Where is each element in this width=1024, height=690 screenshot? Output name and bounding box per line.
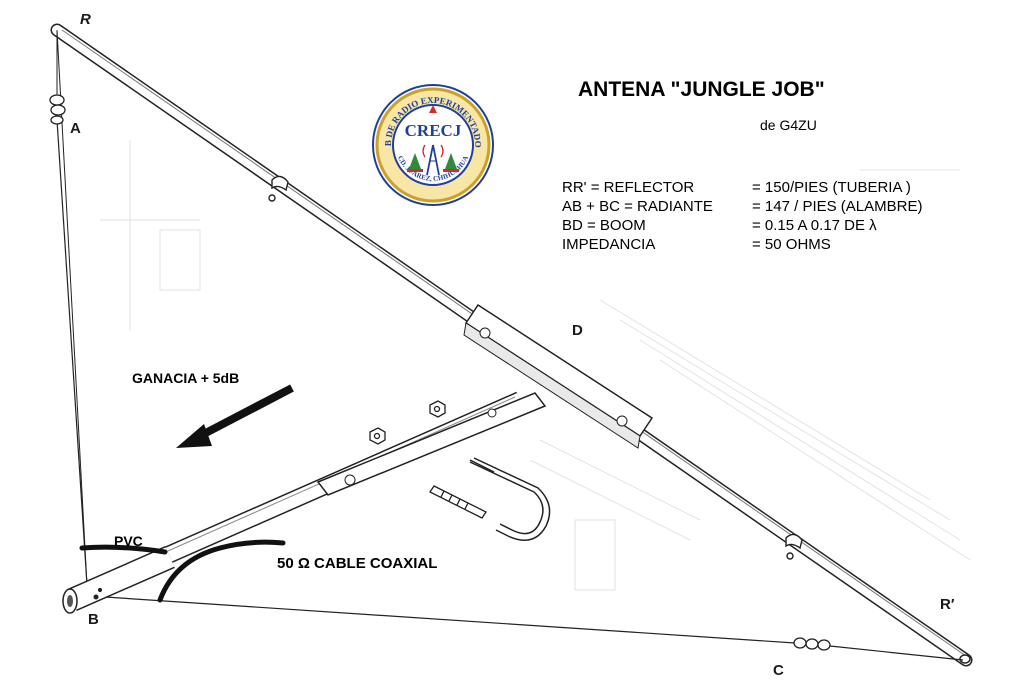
coax-cable-label: 50 Ω CABLE COAXIAL [277,555,438,572]
spec-value: = 150/PIES (TUBERIA ) [752,179,911,196]
point-a-label: A [70,120,81,137]
radiator-wire-bc [89,595,964,661]
insulator-a [49,94,66,125]
spec-key: AB + BC = RADIANTE [562,198,713,215]
crecj-logo: CLUB DE RADIO EXPERIMENTADORES CD. JUARE… [368,75,495,207]
spec-value: = 50 OHMS [752,236,831,253]
spec-value: = 147 / PIES (ALAMBRE) [752,198,923,215]
spec-row: AB + BC = RADIANTE = 147 / PIES (ALAMBRE… [562,197,923,216]
diagram-title: ANTENA "JUNGLE JOB" [578,78,825,101]
spec-key: RR' = REFLECTOR [562,179,695,196]
spec-table: RR' = REFLECTOR = 150/PIES (TUBERIA ) AB… [562,178,923,254]
author-credit: de G4ZU [760,117,817,133]
spec-key: IMPEDANCIA [562,236,656,253]
point-c-label: C [773,662,784,679]
reflector-clamps [268,175,803,560]
insulator-c [793,637,831,651]
u-bolt [469,457,551,541]
pvc-section [62,546,175,614]
spec-value: = 0.15 A 0.17 DE λ [752,217,877,234]
junction-b [93,587,103,600]
point-b-label: B [88,611,99,628]
plate-d [463,303,654,449]
gain-arrow [176,384,294,448]
crecj-seal: CLUB DE RADIO EXPERIMENTADORES CD. JUARE… [368,75,494,206]
spec-row: BD = BOOM = 0.15 A 0.17 DE λ [562,216,923,235]
point-r-prime-label: R′ [940,596,955,613]
boom-flat-bar [316,392,547,496]
bolt [429,485,487,519]
svg-text:CRECJ: CRECJ [405,121,462,140]
coax-cable [79,539,286,603]
point-d-label: D [572,322,583,339]
background-sketch [100,140,971,591]
spec-key: BD = BOOM [562,217,646,234]
spec-row: IMPEDANCIA = 50 OHMS [562,235,923,254]
nuts [369,400,446,445]
spec-row: RR' = REFLECTOR = 150/PIES (TUBERIA ) [562,178,923,197]
gain-label: GANACIA + 5dB [132,370,240,386]
pvc-label: PVC [114,533,143,549]
point-r-label: R [80,11,91,28]
